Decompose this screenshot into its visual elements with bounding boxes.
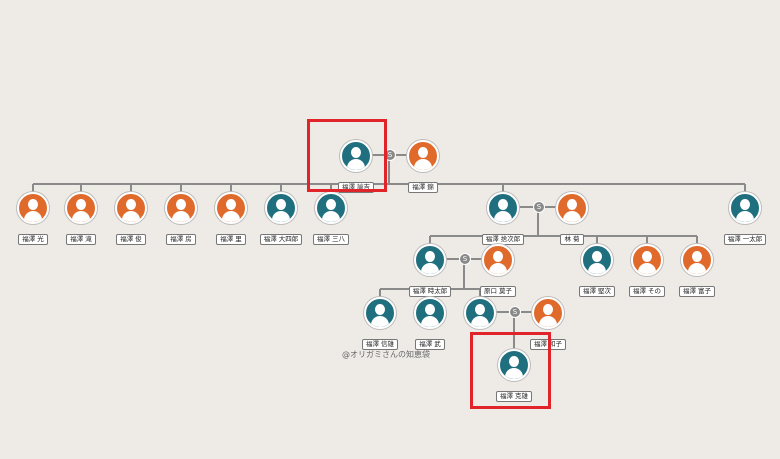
person-node[interactable]: [440, 297, 520, 349]
person-node[interactable]: 林 菊: [532, 192, 612, 245]
female-person-icon: [17, 192, 49, 224]
person-node[interactable]: 福澤 信雄: [340, 297, 420, 350]
person-node[interactable]: 福澤 時太郎: [390, 244, 470, 297]
person-node[interactable]: 福澤 錦: [383, 140, 463, 193]
male-person-icon: [581, 244, 613, 276]
person-name: 福澤 堅次: [578, 286, 616, 297]
female-person-icon: [482, 244, 514, 276]
highlight-box: [470, 332, 551, 409]
person-name: 福澤 和子: [529, 339, 567, 350]
person-name: 福澤 一太郎: [723, 234, 767, 245]
male-person-icon: [487, 192, 519, 224]
person-node[interactable]: 福澤 堅次: [557, 244, 637, 297]
person-node[interactable]: 福澤 諭吉: [316, 140, 396, 193]
marriage-symbol: S: [509, 306, 521, 318]
person-name: 福澤 諭吉: [337, 182, 375, 193]
female-person-icon: [681, 244, 713, 276]
person-name: 福澤 錦: [408, 182, 438, 193]
person-node[interactable]: 福澤 滝: [41, 192, 121, 245]
male-person-icon: [414, 297, 446, 329]
marriage-symbol: S: [384, 149, 396, 161]
watermark: @オリガミさんの知恵袋: [342, 350, 430, 359]
marriage-symbol: S: [533, 201, 545, 213]
person-name: 福澤 滝: [66, 234, 96, 245]
male-person-icon: [364, 297, 396, 329]
person-node[interactable]: 福澤 富子: [657, 244, 737, 297]
male-person-icon: [315, 192, 347, 224]
person-node[interactable]: 福澤 武: [390, 297, 470, 350]
person-name: 福澤 房: [166, 234, 196, 245]
person-node[interactable]: 福澤 捨次郎: [463, 192, 543, 245]
person-name: 福澤 俊: [116, 234, 146, 245]
female-person-icon: [631, 244, 663, 276]
person-node[interactable]: 福澤 大四郎: [241, 192, 321, 245]
male-person-icon: [340, 140, 372, 172]
person-node[interactable]: 福澤 房: [141, 192, 221, 245]
person-node[interactable]: 福澤 一太郎: [705, 192, 780, 245]
person-name: 福澤 大四郎: [259, 234, 303, 245]
person-name: 福澤 富子: [678, 286, 716, 297]
female-person-icon: [65, 192, 97, 224]
marriage-symbol: S: [459, 253, 471, 265]
female-person-icon: [215, 192, 247, 224]
person-name: 福澤 武: [415, 339, 445, 350]
person-node[interactable]: 原口 莫子: [458, 244, 538, 297]
person-node[interactable]: 福澤 三八: [291, 192, 371, 245]
female-person-icon: [407, 140, 439, 172]
person-node[interactable]: 福澤 その: [607, 244, 687, 297]
highlight-box: [307, 119, 387, 192]
person-name: 福澤 三八: [312, 234, 350, 245]
female-person-icon: [532, 297, 564, 329]
female-person-icon: [165, 192, 197, 224]
person-name: 林 菊: [560, 234, 584, 245]
person-name: 原口 莫子: [479, 286, 517, 297]
person-node[interactable]: 福澤 里: [191, 192, 271, 245]
male-person-icon: [464, 297, 496, 329]
person-name: 福澤 時太郎: [408, 286, 452, 297]
female-person-icon: [115, 192, 147, 224]
person-node[interactable]: 福澤 和子: [508, 297, 588, 350]
person-node[interactable]: 福澤 克雄: [474, 349, 554, 402]
person-name: 福澤 その: [628, 286, 666, 297]
person-name: 福澤 克雄: [495, 391, 533, 402]
male-person-icon: [414, 244, 446, 276]
person-name: 福澤 信雄: [361, 339, 399, 350]
person-name: 福澤 光: [18, 234, 48, 245]
male-person-icon: [498, 349, 530, 381]
person-name: 福澤 里: [216, 234, 246, 245]
female-person-icon: [556, 192, 588, 224]
male-person-icon: [265, 192, 297, 224]
person-node[interactable]: 福澤 光: [0, 192, 73, 245]
person-node[interactable]: 福澤 俊: [91, 192, 171, 245]
male-person-icon: [729, 192, 761, 224]
